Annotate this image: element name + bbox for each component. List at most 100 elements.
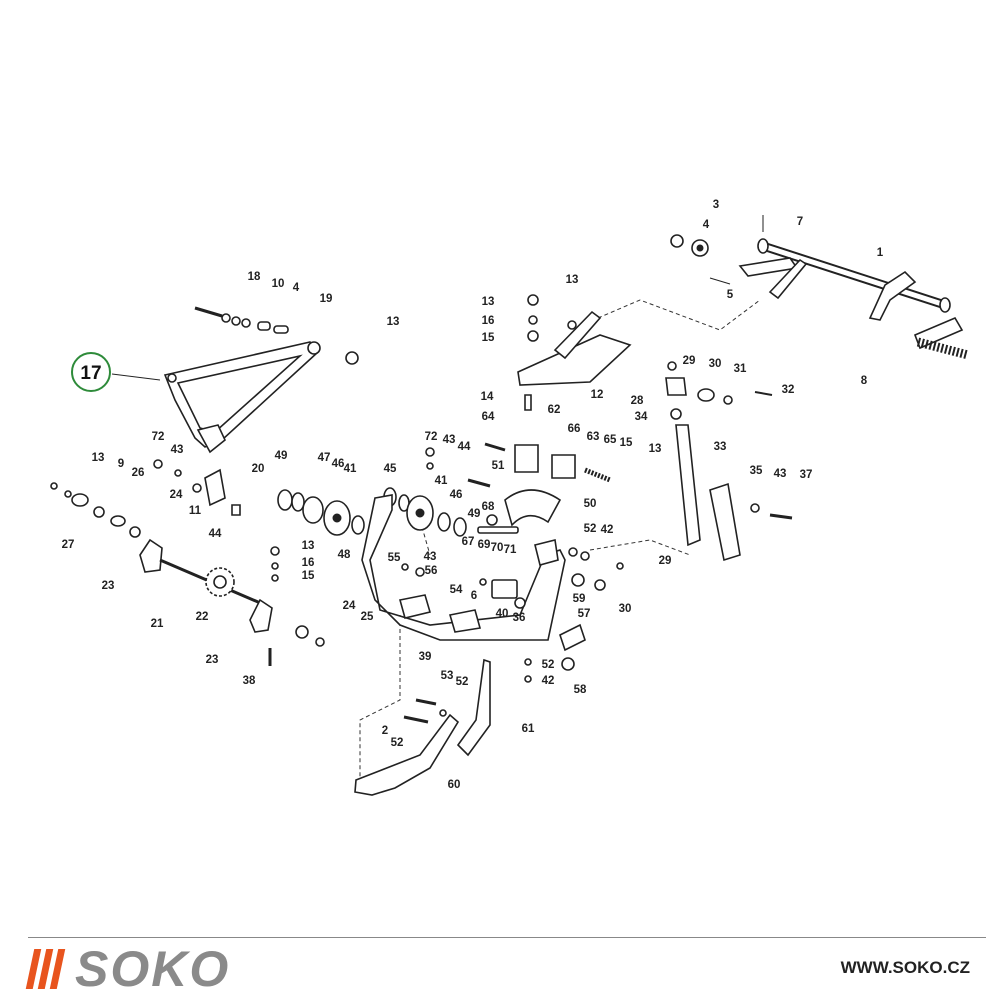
callout-15c: 15 xyxy=(620,437,633,449)
callout-9: 9 xyxy=(118,458,124,470)
callout-31: 31 xyxy=(734,363,747,375)
callout-10: 10 xyxy=(272,278,285,290)
callout-13c: 13 xyxy=(566,274,579,286)
callout-51: 51 xyxy=(492,460,505,472)
callout-13b: 13 xyxy=(482,296,495,308)
callout-34: 34 xyxy=(635,411,648,423)
callout-41b: 41 xyxy=(435,475,448,487)
callout-40: 40 xyxy=(496,608,509,620)
callout-27: 27 xyxy=(62,539,75,551)
callout-15b: 15 xyxy=(302,570,315,582)
parts-diagram: 1345781810419131316151312142930313228343… xyxy=(50,199,970,796)
highlight-label: 17 xyxy=(80,363,101,384)
callout-67: 67 xyxy=(462,536,475,548)
callout-52b: 52 xyxy=(542,659,555,671)
callout-57: 57 xyxy=(578,608,591,620)
callout-39: 39 xyxy=(419,651,432,663)
callout-19: 19 xyxy=(320,293,333,305)
hub-assembly xyxy=(277,487,467,537)
callout-30a: 30 xyxy=(709,358,722,370)
callout-49b: 49 xyxy=(468,508,481,520)
callout-46b: 46 xyxy=(450,489,463,501)
callout-64: 64 xyxy=(482,411,495,423)
callout-60: 60 xyxy=(448,779,461,791)
callout-25: 25 xyxy=(361,611,374,623)
callout-22: 22 xyxy=(196,611,209,623)
callout-43b: 43 xyxy=(171,444,184,456)
callout-5: 5 xyxy=(727,289,734,301)
callout-32: 32 xyxy=(782,384,795,396)
callout-63: 63 xyxy=(587,431,600,443)
right-lever-33 xyxy=(616,361,793,570)
callout-49a: 49 xyxy=(275,450,288,462)
callout-55: 55 xyxy=(388,552,401,564)
callout-37: 37 xyxy=(800,469,813,481)
callout-59: 59 xyxy=(573,593,586,605)
callout-29b: 29 xyxy=(659,555,672,567)
callout-66: 66 xyxy=(568,423,581,435)
callout-6: 6 xyxy=(471,590,477,602)
callout-13f: 13 xyxy=(649,443,662,455)
logo-bars xyxy=(25,949,66,989)
callout-52c: 52 xyxy=(456,676,469,688)
callout-28: 28 xyxy=(631,395,644,407)
callout-2: 2 xyxy=(382,725,388,737)
callout-20: 20 xyxy=(252,463,265,475)
callout-11: 11 xyxy=(189,505,202,517)
callout-72b: 72 xyxy=(425,431,438,443)
callout-69: 69 xyxy=(478,539,491,551)
callout-29a: 29 xyxy=(683,355,696,367)
callout-23b: 23 xyxy=(206,654,219,666)
callout-43c: 43 xyxy=(443,434,456,446)
callout-23a: 23 xyxy=(102,580,115,592)
callout-26: 26 xyxy=(132,467,145,479)
callout-36: 36 xyxy=(513,612,526,624)
callout-50: 50 xyxy=(584,498,597,510)
callout-44a: 44 xyxy=(209,528,222,540)
callout-46a: 46 xyxy=(332,458,345,470)
callout-71: 71 xyxy=(504,544,517,556)
callout-33: 33 xyxy=(714,441,727,453)
callout-56: 56 xyxy=(425,565,438,577)
callout-42b: 42 xyxy=(542,675,555,687)
callout-43d: 43 xyxy=(424,551,437,563)
callout-7: 7 xyxy=(797,216,803,228)
callout-14: 14 xyxy=(481,391,494,403)
callout-4b: 4 xyxy=(293,282,300,294)
callout-45: 45 xyxy=(384,463,397,475)
lever-17 xyxy=(111,341,321,454)
callout-1: 1 xyxy=(877,247,884,259)
callout-54: 54 xyxy=(450,584,463,596)
callout-53: 53 xyxy=(441,670,454,682)
callout-52d: 52 xyxy=(391,737,404,749)
logo-text: SOKO xyxy=(75,941,231,997)
callout-47: 47 xyxy=(318,452,331,464)
callout-4a: 4 xyxy=(703,219,710,231)
callout-61: 61 xyxy=(522,723,535,735)
callout-21: 21 xyxy=(151,618,164,630)
callout-58: 58 xyxy=(574,684,587,696)
main-shaft-assembly xyxy=(670,215,970,360)
bolt-set-18-19 xyxy=(194,306,359,365)
lower-small-parts xyxy=(401,547,590,683)
callout-13a: 13 xyxy=(387,316,400,328)
footer-divider xyxy=(28,937,986,938)
callout-12: 12 xyxy=(591,389,604,401)
callout-68: 68 xyxy=(482,501,495,513)
callout-62: 62 xyxy=(548,404,561,416)
soko-logo: SOKO xyxy=(25,941,231,997)
callout-24b: 24 xyxy=(343,600,356,612)
callout-72a: 72 xyxy=(152,431,165,443)
callout-70: 70 xyxy=(491,542,504,554)
callout-3: 3 xyxy=(713,199,719,211)
callout-18: 18 xyxy=(248,271,261,283)
brake-parts xyxy=(425,442,611,609)
callout-24a: 24 xyxy=(170,489,183,501)
frame-39 xyxy=(361,494,606,641)
callout-43a: 43 xyxy=(774,468,787,480)
callout-48: 48 xyxy=(338,549,351,561)
callout-35: 35 xyxy=(750,465,763,477)
callout-41a: 41 xyxy=(344,463,357,475)
left-gear-assembly xyxy=(50,459,325,666)
